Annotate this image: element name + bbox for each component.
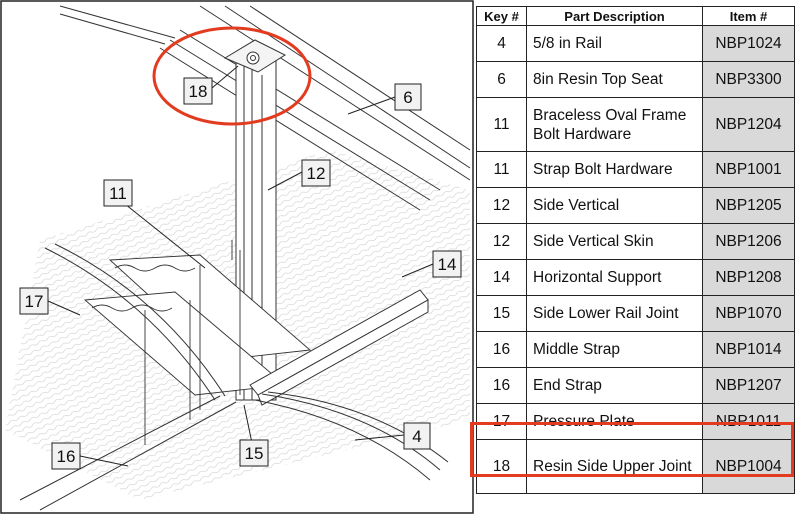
key-cell: 16 bbox=[476, 331, 527, 368]
highlight-box bbox=[470, 422, 794, 477]
header-key: Key # bbox=[476, 6, 527, 26]
key-cell: 4 bbox=[476, 25, 527, 62]
description-cell: Braceless Oval Frame Bolt Hardware bbox=[526, 97, 703, 152]
key-cell: 16 bbox=[476, 367, 527, 404]
svg-text:16: 16 bbox=[57, 447, 76, 466]
header-item-number: Item # bbox=[702, 6, 795, 26]
item-number-cell: NBP1208 bbox=[702, 259, 795, 296]
item-number-cell: NBP1001 bbox=[702, 151, 795, 188]
diagram-svg: 18 6 12 11 14 17 16 15 4 bbox=[0, 0, 474, 514]
description-cell: 5/8 in Rail bbox=[526, 25, 703, 62]
key-cell: 12 bbox=[476, 187, 527, 224]
highlight-circle bbox=[152, 26, 312, 126]
item-number-cell: NBP1024 bbox=[702, 25, 795, 62]
callout-14: 14 bbox=[432, 250, 462, 278]
key-cell: 6 bbox=[476, 61, 527, 98]
callout-4: 4 bbox=[403, 422, 431, 450]
key-cell: 11 bbox=[476, 97, 527, 152]
horizontal-support-part bbox=[249, 289, 429, 406]
item-number-cell: NBP1207 bbox=[702, 367, 795, 404]
callout-17: 17 bbox=[19, 287, 49, 315]
upper-joint-part bbox=[223, 39, 287, 73]
svg-text:14: 14 bbox=[438, 255, 457, 274]
bolt-hardware bbox=[144, 240, 241, 445]
svg-text:17: 17 bbox=[25, 292, 44, 311]
svg-text:4: 4 bbox=[412, 427, 421, 446]
item-number-cell: NBP1011 bbox=[702, 403, 795, 440]
exploded-diagram: 18 6 12 11 14 17 16 15 4 bbox=[0, 0, 474, 514]
item-number-cell: NBP1206 bbox=[702, 223, 795, 260]
item-number-cell: NBP1205 bbox=[702, 187, 795, 224]
callout-6: 6 bbox=[394, 83, 422, 111]
description-cell: Horizontal Support bbox=[526, 259, 703, 296]
item-number-cell: NBP1070 bbox=[702, 295, 795, 332]
item-number-cell: NBP1014 bbox=[702, 331, 795, 368]
callout-11: 11 bbox=[103, 179, 133, 207]
description-cell: Resin Side Upper Joint bbox=[526, 439, 703, 494]
item-number-cell: NBP1204 bbox=[702, 97, 795, 152]
key-cell: 15 bbox=[476, 295, 527, 332]
description-cell: Side Vertical Skin bbox=[526, 223, 703, 260]
description-cell: 8in Resin Top Seat bbox=[526, 61, 703, 98]
description-cell: Side Lower Rail Joint bbox=[526, 295, 703, 332]
item-number-cell: NBP3300 bbox=[702, 61, 795, 98]
svg-text:11: 11 bbox=[109, 184, 127, 203]
table-header-row: Key # Part Description Item # bbox=[476, 6, 795, 26]
svg-text:18: 18 bbox=[189, 82, 208, 101]
key-cell: 12 bbox=[476, 223, 527, 260]
description-cell: Middle Strap bbox=[526, 331, 703, 368]
description-cell: End Strap bbox=[526, 367, 703, 404]
leader-lines bbox=[47, 65, 434, 467]
description-cell: Strap Bolt Hardware bbox=[526, 151, 703, 188]
callout-12: 12 bbox=[301, 159, 331, 187]
item-number-cell: NBP1004 bbox=[702, 439, 795, 494]
strap-part bbox=[19, 243, 237, 511]
key-cell: 14 bbox=[476, 259, 527, 296]
callout-16: 16 bbox=[51, 442, 81, 470]
svg-text:12: 12 bbox=[307, 164, 326, 183]
key-cell: 11 bbox=[476, 151, 527, 188]
callout-18: 18 bbox=[183, 77, 213, 105]
header-part-description: Part Description bbox=[526, 6, 703, 26]
svg-text:6: 6 bbox=[403, 88, 412, 107]
callout-15: 15 bbox=[239, 439, 269, 467]
svg-text:15: 15 bbox=[245, 444, 264, 463]
description-cell: Side Vertical bbox=[526, 187, 703, 224]
diagram-frame bbox=[0, 0, 474, 514]
